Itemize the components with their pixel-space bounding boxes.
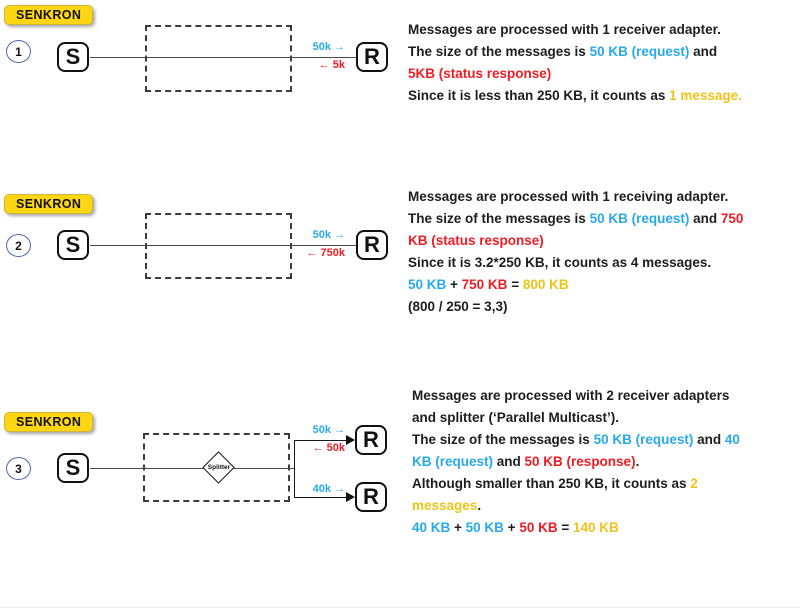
connector-line	[90, 245, 356, 246]
branch-line-top	[294, 440, 346, 441]
scenario-text-line: and splitter (‘Parallel Multicast’).	[412, 410, 620, 425]
scenario-text-line: The size of the messages is 50 KB (reque…	[408, 211, 744, 226]
connector-line	[90, 57, 356, 58]
scenario-2: SENKRON 2 S 50k → ← 750k R Messages are …	[0, 180, 800, 380]
branch-vertical-line	[294, 440, 295, 498]
scenario-text-line: KB (request) and 50 KB (response).	[412, 454, 640, 469]
request-size-label: 50k →	[312, 229, 345, 241]
scenario-text-line: The size of the messages is 50 KB (reque…	[412, 432, 740, 447]
scenario-text-line: Messages are processed with 2 receiver a…	[412, 388, 730, 403]
processing-boundary-box	[145, 213, 292, 279]
receiver-node: R	[356, 42, 388, 72]
scenario-number-badge: 2	[6, 234, 31, 257]
senkron-badge: SENKRON	[4, 412, 94, 432]
scenario-text-line: 40 KB + 50 KB + 50 KB = 140 KB	[412, 520, 619, 535]
scenario-text-block: Messages are processed with 1 receiver a…	[408, 19, 742, 107]
arrowhead-icon	[346, 435, 355, 445]
splitter-label: Splitter	[207, 464, 231, 471]
arrowhead-icon	[346, 492, 355, 502]
response-size-label-top: ← 50k	[312, 442, 345, 454]
scenario-1: SENKRON 1 S 50k → ← 5k R Messages are pr…	[0, 0, 800, 180]
sender-node: S	[57, 42, 89, 72]
scenario-3: SENKRON 3 S Splitter 50k → ← 50k 40k → R…	[0, 380, 800, 611]
scenario-text-line: Since it is 3.2*250 KB, it counts as 4 m…	[408, 255, 712, 270]
scenario-text-block: Messages are processed with 2 receiver a…	[412, 385, 740, 539]
response-size-label: ← 5k	[318, 59, 345, 71]
sender-node: S	[57, 453, 89, 483]
bottom-divider	[0, 607, 800, 608]
scenario-text-line: Since it is less than 250 KB, it counts …	[408, 88, 742, 103]
scenario-text-line: The size of the messages is 50 KB (reque…	[408, 44, 718, 59]
request-size-label-bottom: 40k →	[312, 483, 345, 495]
senkron-badge: SENKRON	[4, 5, 94, 25]
scenario-number-badge: 1	[6, 40, 31, 63]
scenario-text-line: Messages are processed with 1 receiver a…	[408, 22, 721, 37]
response-size-label: ← 750k	[306, 247, 345, 259]
scenario-text-line: 5KB (status response)	[408, 66, 552, 81]
processing-boundary-box	[143, 433, 290, 502]
scenario-text-block: Messages are processed with 1 receiving …	[408, 186, 743, 318]
scenario-text-line: Messages are processed with 1 receiving …	[408, 189, 729, 204]
sender-node: S	[57, 230, 89, 260]
request-size-label: 50k →	[312, 41, 345, 53]
connector-line	[90, 468, 294, 469]
senkron-badge: SENKRON	[4, 194, 94, 214]
branch-line-bottom	[294, 497, 346, 498]
receiver-node-bottom: R	[355, 482, 387, 512]
receiver-node: R	[356, 230, 388, 260]
request-size-label-top: 50k →	[312, 424, 345, 436]
scenario-text-line: (800 / 250 = 3,3)	[408, 299, 508, 314]
receiver-node-top: R	[355, 425, 387, 455]
scenario-text-line: KB (status response)	[408, 233, 544, 248]
scenario-number-badge: 3	[6, 457, 31, 480]
scenario-text-line: messages.	[412, 498, 482, 513]
processing-boundary-box	[145, 25, 292, 92]
scenario-text-line: 50 KB + 750 KB = 800 KB	[408, 277, 569, 292]
scenario-text-line: Although smaller than 250 KB, it counts …	[412, 476, 698, 491]
